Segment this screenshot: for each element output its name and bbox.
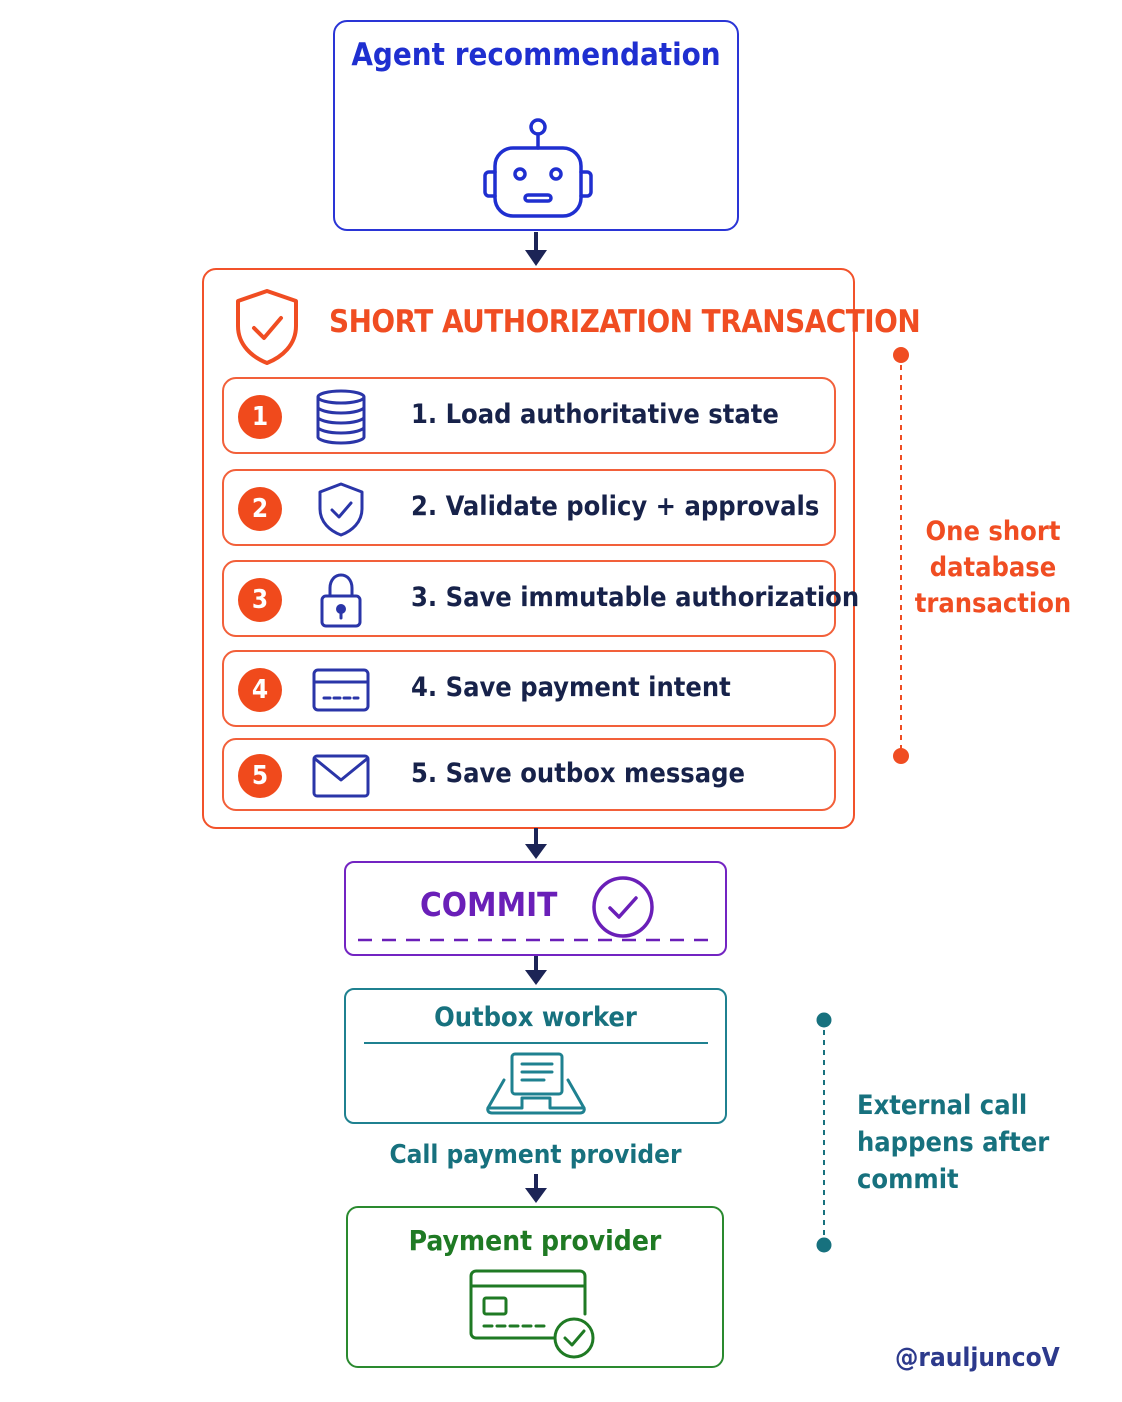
step-label: 2. Validate policy + approvals [411,491,820,522]
step-validate-policy: 2 2. Validate policy + approvals [222,469,836,546]
step-save-payment-intent: 4 4. Save payment intent [222,650,836,727]
external-call-bracket [814,1011,834,1255]
envelope-icon [312,748,370,804]
robot-icon [478,116,598,220]
agent-recommendation-box: Agent recommendation [333,20,739,231]
step-label: 5. Save outbox message [411,758,745,789]
outbox-label: Outbox worker [434,1002,637,1033]
step-label: 1. Load authoritative state [411,399,779,430]
check-circle-icon [590,874,656,940]
arrow-down [524,828,548,861]
arrow-down [524,232,548,268]
database-icon [312,389,370,445]
arrow-down [524,1174,548,1205]
step-number: 1 [238,395,282,439]
transaction-title: SHORT AUTHORIZATION TRANSACTION [329,304,921,340]
commit-divider [358,938,714,942]
step-number: 2 [238,487,282,531]
step-number: 4 [238,668,282,712]
step-load-state: 1 1. Load authoritative state [222,377,836,454]
step-save-outbox: 5 5. Save outbox message [222,738,836,811]
call-payment-provider-label: Call payment provider [389,1140,682,1170]
outbox-worker-box: Outbox worker [344,988,727,1124]
step-label: 4. Save payment intent [411,672,731,703]
inbox-tray-icon [482,1050,590,1116]
external-call-note: External call happens after commit [857,1090,1050,1195]
authorization-transaction-box: SHORT AUTHORIZATION TRANSACTION 1 1. Loa… [202,268,921,829]
step-number: 3 [238,578,282,622]
shield-check-icon [232,288,302,366]
commit-label: COMMIT [420,885,558,924]
step-label: 3. Save immutable authorization [411,582,860,613]
outbox-divider [364,1042,708,1044]
payment-provider-box: Payment provider [346,1206,724,1368]
arrow-down [524,956,548,987]
card-check-icon [468,1268,598,1360]
payment-provider-label: Payment provider [408,1224,662,1257]
commit-box: COMMIT [344,861,727,956]
agent-title: Agent recommendation [351,37,721,73]
transaction-bracket [890,346,912,766]
step-number: 5 [238,754,282,798]
lock-icon [312,572,370,628]
transaction-note: One short database transaction [914,516,1072,619]
author-handle: @rauljuncoV [895,1343,1060,1373]
credit-card-icon [312,662,370,718]
shield-check-icon [312,481,370,537]
step-save-authorization: 3 3. Save immutable authorization [222,560,859,637]
